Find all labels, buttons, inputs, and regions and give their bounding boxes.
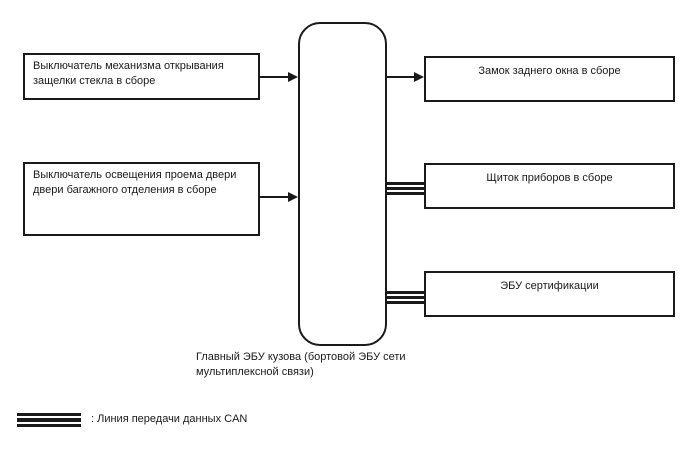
main-ecu-caption: Главный ЭБУ кузова (бортовой ЭБУ сети му… <box>196 351 406 378</box>
input-box-label: Выключатель освещения проема двери двери… <box>33 169 237 196</box>
can-line-symbol <box>17 412 81 427</box>
output-box-label: ЭБУ сертификации <box>500 280 599 292</box>
arrow-line <box>260 196 290 198</box>
output-box-instrument-panel: Щиток приборов в сборе <box>424 163 675 209</box>
input-box-glass-hatch-opener-switch: Выключатель механизма открывания защелки… <box>23 53 260 100</box>
input-box-luggage-door-courtesy-switch: Выключатель освещения проема двери двери… <box>23 162 260 236</box>
output-box-label: Замок заднего окна в сборе <box>478 65 621 77</box>
input-box-label: Выключатель механизма открывания защелки… <box>33 60 224 87</box>
legend: : Линия передачи данных CAN <box>17 412 247 427</box>
arrow-line <box>260 76 290 78</box>
output-box-label: Щиток приборов в сборе <box>486 172 613 184</box>
arrow-head-icon <box>414 72 424 82</box>
main-body-ecu-block <box>298 22 387 346</box>
output-box-rear-window-lock: Замок заднего окна в сборе <box>424 56 675 102</box>
arrow-head-icon <box>288 72 298 82</box>
output-box-certification-ecu: ЭБУ сертификации <box>424 271 675 317</box>
arrow-line <box>387 76 416 78</box>
can-line-connector-instrument-panel <box>387 182 424 195</box>
can-line-connector-certification-ecu <box>387 291 424 304</box>
arrow-head-icon <box>288 192 298 202</box>
legend-label: : Линия передачи данных CAN <box>91 413 248 425</box>
